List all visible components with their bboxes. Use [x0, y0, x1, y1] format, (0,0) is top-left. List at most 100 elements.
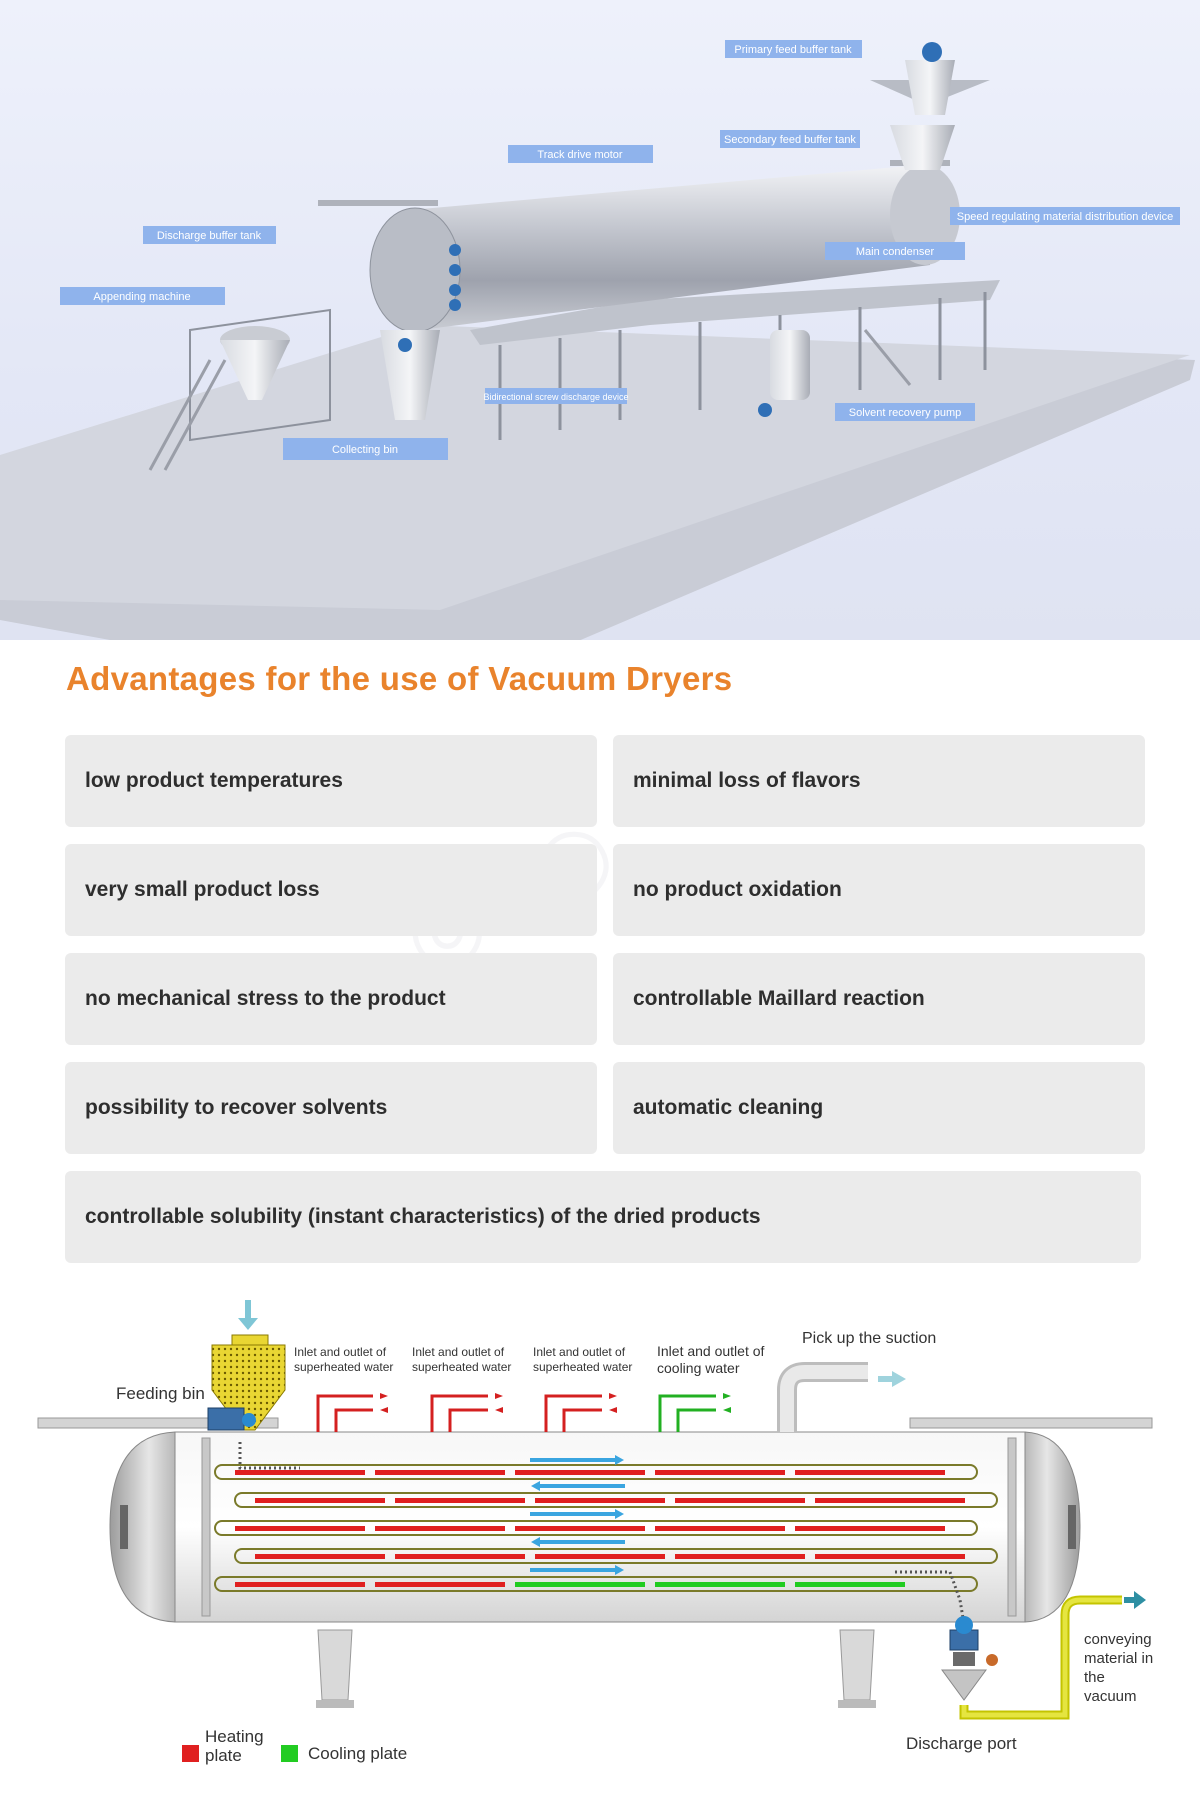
conveying-label-line-3: the: [1084, 1669, 1105, 1686]
legend-cooling-swatch: [281, 1745, 298, 1762]
callout-primary-feed: Primary feed buffer tank: [725, 40, 862, 58]
support-legs: [316, 1629, 876, 1708]
conveying-arrow-icon: [1124, 1591, 1146, 1609]
callout-bidirectional-screw: Bidirectional screw discharge device: [483, 388, 629, 404]
heating-pipe-arrows: [380, 1393, 617, 1413]
discharge-valve: [986, 1654, 998, 1666]
advantage-text: low product temperatures: [85, 769, 343, 792]
dryer-schematic: Feeding bin Inlet and outlet of superhea…: [0, 1280, 1200, 1800]
flange-right: [1068, 1505, 1076, 1549]
advantage-text: no product oxidation: [633, 878, 842, 901]
advantage-text: controllable Maillard reaction: [633, 987, 925, 1010]
heating-label-1-line-2: superheated water: [294, 1360, 393, 1374]
primary-feed-motor: [922, 42, 942, 62]
conveying-label-line-1: conveying: [1084, 1631, 1152, 1648]
schematic-drawing: Feeding bin Inlet and outlet of superhea…: [37, 1300, 1153, 1765]
top-rail-right: [909, 1417, 1153, 1429]
conveying-pipe-inner: [961, 1597, 1122, 1718]
advantage-text: possibility to recover solvents: [85, 1096, 388, 1119]
heating-pipes: [316, 1394, 602, 1432]
advantage-text: automatic cleaning: [633, 1096, 824, 1119]
svg-text:Solvent recovery pump: Solvent recovery pump: [849, 407, 962, 419]
svg-text:Appending machine: Appending machine: [93, 291, 190, 303]
suction-label: Pick up the suction: [802, 1330, 936, 1347]
svg-text:Discharge buffer tank: Discharge buffer tank: [157, 230, 262, 242]
conveying-label-line-4: vacuum: [1084, 1688, 1137, 1705]
plant-illustration: Primary feed buffer tank Secondary feed …: [0, 0, 1200, 640]
suction-arrow-icon: [878, 1371, 906, 1387]
track-drive-motors: [449, 244, 461, 311]
advantages-title: Advantages for the use of Vacuum Dryers: [66, 660, 733, 697]
solvent-pump-motor: [758, 403, 772, 417]
cooling-plates: [515, 1582, 905, 1587]
solvent-recovery-pump-tank: [770, 330, 810, 400]
inner-wall-left: [201, 1437, 211, 1617]
svg-text:Speed regulating material dist: Speed regulating material distribution d…: [957, 211, 1173, 223]
conveying-label-line-2: material in: [1084, 1650, 1153, 1667]
svg-text:Track drive motor: Track drive motor: [537, 149, 623, 161]
shell-dome-right: [1024, 1431, 1081, 1623]
heating-label-1-line-1: Inlet and outlet of: [294, 1345, 387, 1359]
pipe-labels: Inlet and outlet of superheated water In…: [294, 1343, 765, 1376]
legend-cooling-label: Cooling plate: [308, 1744, 407, 1763]
heating-label-2-line-2: superheated water: [412, 1360, 511, 1374]
advantage-text: minimal loss of flavors: [633, 769, 861, 792]
callout-track-drive-motor: Track drive motor: [508, 145, 653, 163]
feed-arrow-icon: [238, 1300, 258, 1330]
svg-text:Primary feed buffer tank: Primary feed buffer tank: [734, 44, 852, 56]
pipe-left: [318, 200, 438, 206]
advantage-card: no product oxidation: [613, 844, 1145, 936]
callout-secondary-feed: Secondary feed buffer tank: [720, 130, 860, 148]
flow-arrows: [530, 1455, 625, 1575]
advantage-text: controllable solubility (instant charact…: [85, 1205, 761, 1228]
feeding-bin-motor: [207, 1407, 245, 1431]
appending-machine-tank: [220, 340, 290, 400]
inner-wall-right: [1007, 1437, 1017, 1617]
callout-collecting-bin: Collecting bin: [283, 438, 448, 460]
stairs-right: [863, 329, 912, 386]
advantage-card: controllable Maillard reaction: [613, 953, 1145, 1045]
svg-text:Bidirectional screw discharge: Bidirectional screw discharge device: [483, 392, 628, 402]
flange-left: [120, 1505, 128, 1549]
discharge-port-label: Discharge port: [906, 1734, 1017, 1753]
appending-machine-frame: [189, 308, 331, 442]
shell-dome-left: [109, 1431, 176, 1623]
feeding-bin-label: Feeding bin: [116, 1384, 205, 1403]
callout-solvent-pump: Solvent recovery pump: [835, 403, 975, 421]
advantage-card: controllable solubility (instant charact…: [65, 1171, 1141, 1263]
plant-drawing: Primary feed buffer tank Secondary feed …: [0, 40, 1195, 640]
cylinder-end-cap-right: [890, 165, 960, 265]
feeding-bin-valve: [242, 1413, 256, 1427]
callout-appending-machine: Appending machine: [60, 287, 225, 305]
legend-heating-swatch: [182, 1745, 199, 1762]
main-drying-cylinder: [410, 165, 930, 330]
cylinder-end-cap-left: [369, 207, 461, 333]
callout-speed-regulating: Speed regulating material distribution d…: [950, 207, 1180, 225]
svg-text:Secondary feed buffer tank: Secondary feed buffer tank: [724, 134, 856, 146]
heating-label-2-line-1: Inlet and outlet of: [412, 1345, 505, 1359]
cooling-pipes: [658, 1394, 716, 1432]
conveyor-belts: [214, 1464, 998, 1592]
heating-plates: [235, 1470, 965, 1587]
advantage-card: automatic cleaning: [613, 1062, 1145, 1154]
advantage-text: very small product loss: [85, 878, 320, 901]
discharge-motor: [398, 338, 412, 352]
material-path-entry: [238, 1442, 300, 1470]
svg-text:Main condenser: Main condenser: [856, 246, 935, 258]
svg-text:Collecting bin: Collecting bin: [332, 444, 398, 456]
conveying-label: conveying material in the vacuum: [1084, 1631, 1153, 1705]
cooling-pipe-arrows: [723, 1393, 731, 1413]
advantage-card: very small product loss: [65, 844, 597, 936]
discharge-port: [941, 1616, 998, 1701]
top-rail-left: [37, 1417, 279, 1429]
cooling-label-line-1: Inlet and outlet of: [657, 1343, 765, 1359]
advantages-section: ◎ ◎ ◎ Advantages for the use of Vacuum D…: [0, 640, 1200, 1280]
stairs-left: [148, 359, 212, 471]
callout-main-condenser: Main condenser: [825, 242, 965, 260]
cooling-label-line-2: cooling water: [657, 1360, 740, 1376]
primary-feed-buffer-tank: [905, 60, 955, 115]
heating-label-3-line-2: superheated water: [533, 1360, 632, 1374]
legend-heating-label-line-1: Heating: [205, 1727, 264, 1746]
heating-label-3-line-1: Inlet and outlet of: [533, 1345, 626, 1359]
secondary-feed-buffer-tank: [890, 125, 955, 170]
